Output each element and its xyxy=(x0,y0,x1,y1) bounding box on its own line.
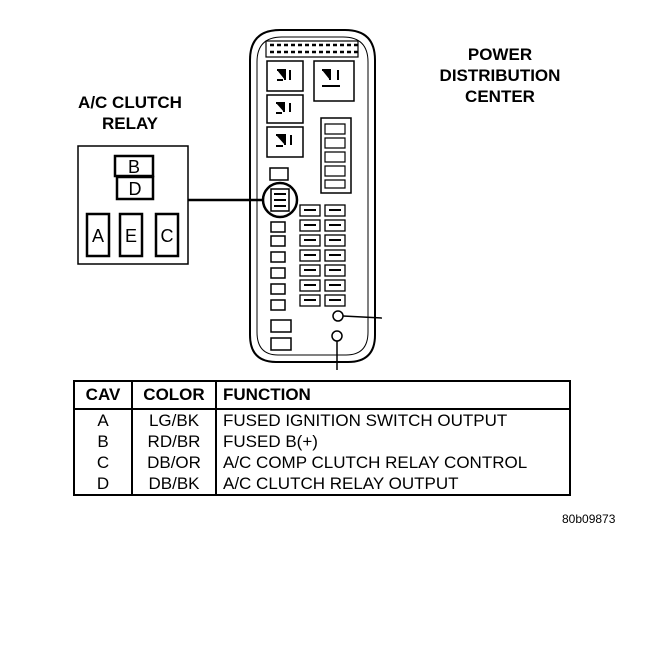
relay-title-text: A/C CLUTCH RELAY xyxy=(78,93,182,133)
header-cav: CAV xyxy=(74,381,133,410)
cell-color: DB/BK xyxy=(132,473,217,495)
relay-pin-c-label: C xyxy=(161,226,174,246)
figure-id: 80b09873 xyxy=(562,512,616,526)
relay-pin-b-label: B xyxy=(128,157,140,177)
table-row: A LG/BK FUSED IGNITION SWITCH OUTPUT xyxy=(74,409,570,431)
cell-color: LG/BK xyxy=(132,409,217,431)
relay-pin-e-label: E xyxy=(125,226,137,246)
cell-cav: C xyxy=(74,452,133,473)
cell-cav: A xyxy=(74,409,133,431)
cell-color: DB/OR xyxy=(132,452,217,473)
cavity-table: CAV COLOR FUNCTION A LG/BK FUSED IGNITIO… xyxy=(73,380,571,496)
header-function: FUNCTION xyxy=(216,381,570,410)
pdc-title-text: POWER DISTRIBUTION CENTER xyxy=(439,45,561,106)
relay-pin-e-box xyxy=(118,212,144,258)
cell-function: FUSED IGNITION SWITCH OUTPUT xyxy=(223,411,508,430)
cell-function: A/C COMP CLUTCH RELAY CONTROL xyxy=(223,453,528,472)
relay-pin-c-box xyxy=(154,212,180,258)
cell-function: A/C CLUTCH RELAY OUTPUT xyxy=(223,474,459,493)
table-header-row: CAV COLOR FUNCTION xyxy=(74,381,570,410)
relay-pin-a-box xyxy=(85,212,111,258)
cell-color: RD/BR xyxy=(132,431,217,452)
table-row: D DB/BK A/C CLUTCH RELAY OUTPUT xyxy=(74,473,570,495)
relay-pin-d-label: D xyxy=(129,179,142,199)
pdc-housing xyxy=(249,29,383,370)
relay-pin-d-box xyxy=(115,175,155,201)
cell-function: FUSED B(+) xyxy=(223,432,318,451)
relay-connector xyxy=(77,145,189,265)
table-row: C DB/OR A/C COMP CLUTCH RELAY CONTROL xyxy=(74,452,570,473)
relay-pin-a-label: A xyxy=(92,226,104,246)
table-row: B RD/BR FUSED B(+) xyxy=(74,431,570,452)
pdc-title: POWER DISTRIBUTION CENTER xyxy=(420,44,580,107)
header-color: COLOR xyxy=(132,381,217,410)
cell-cav: B xyxy=(74,431,133,452)
relay-location-circle xyxy=(261,181,299,219)
cell-cav: D xyxy=(74,473,133,495)
relay-title: A/C CLUTCH RELAY xyxy=(55,92,205,134)
